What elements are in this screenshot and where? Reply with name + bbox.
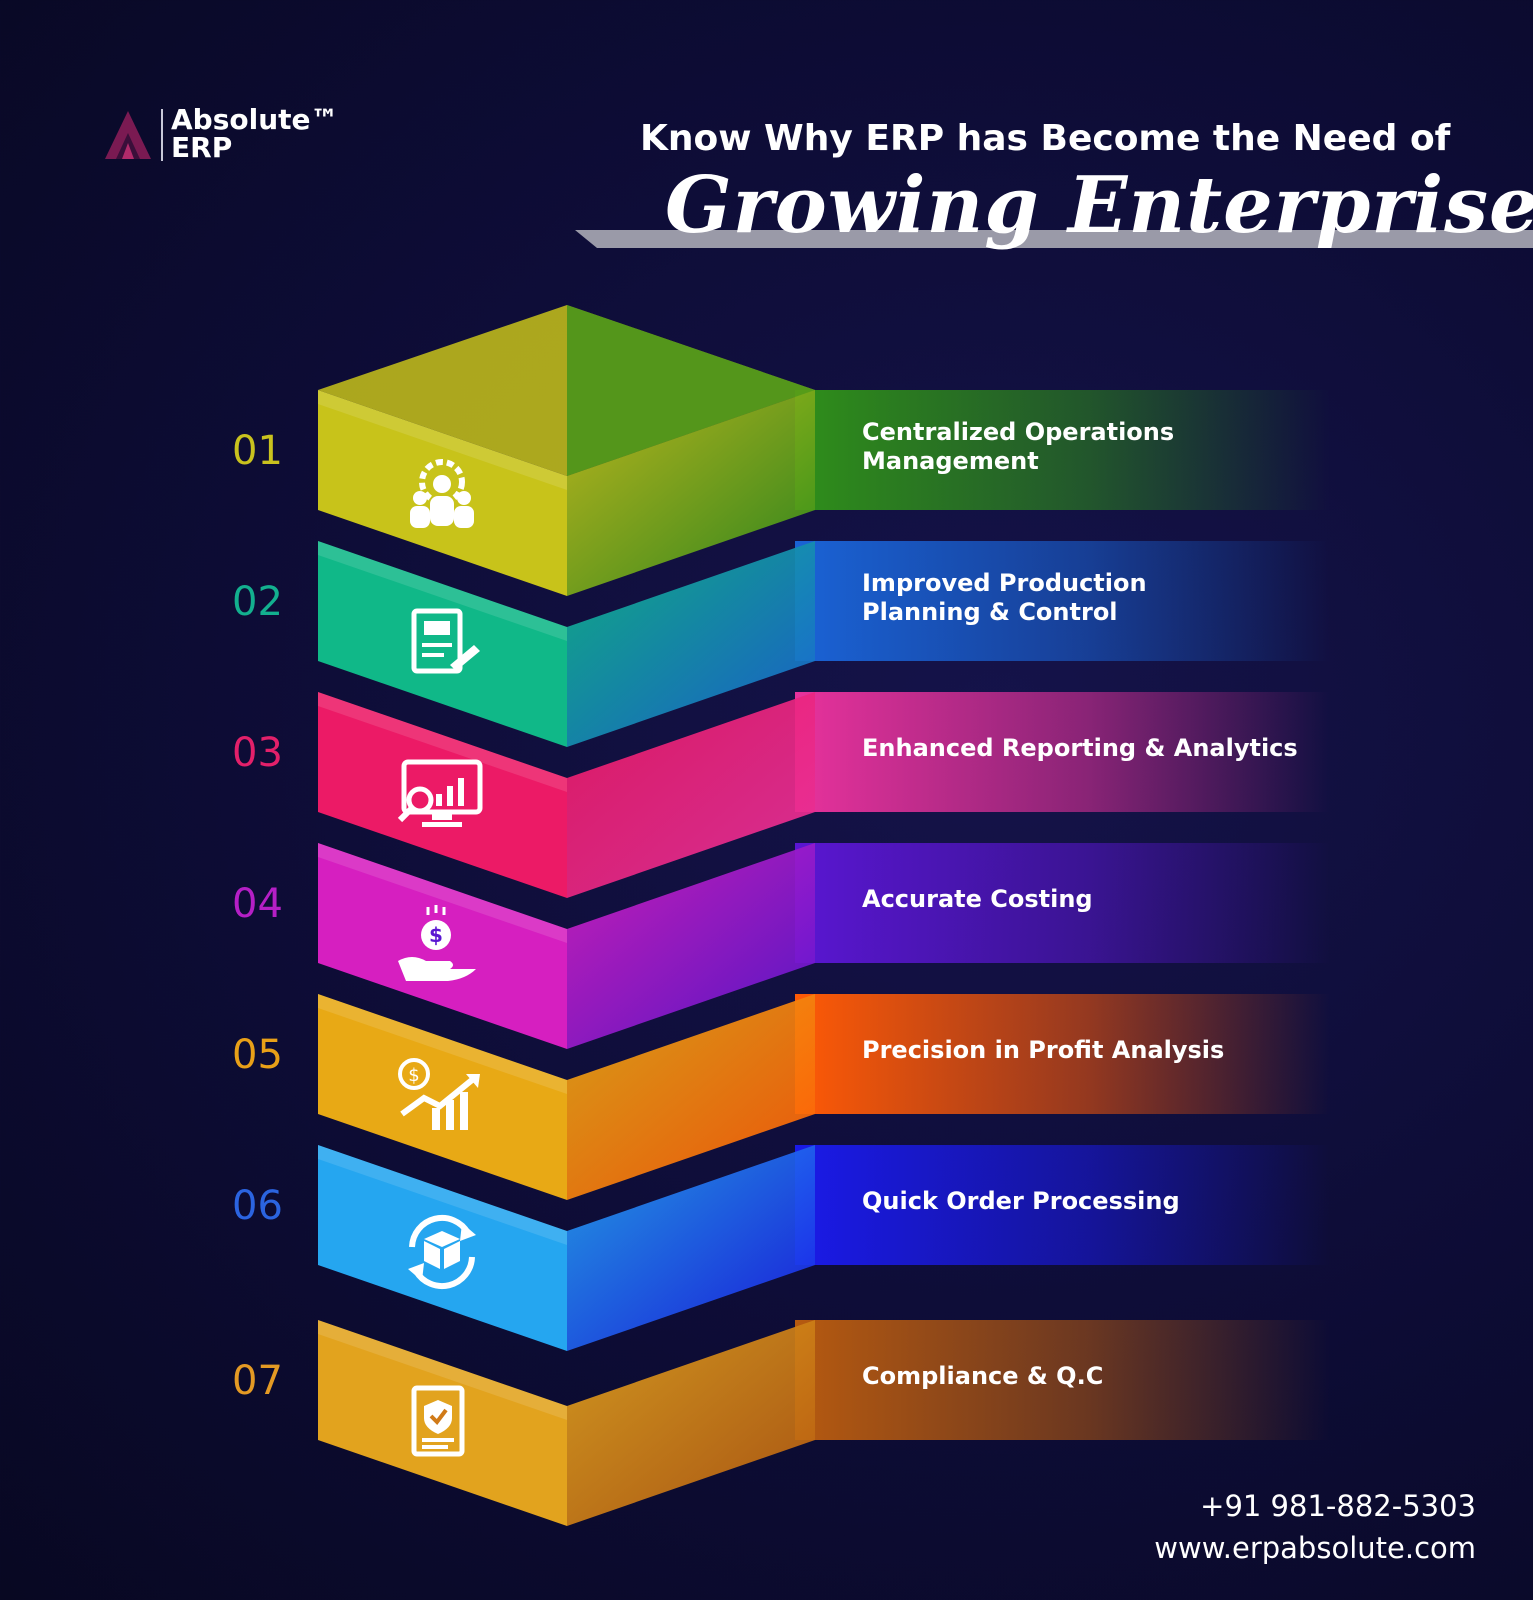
contact-website: www.erpabsolute.com (1154, 1531, 1476, 1565)
step-banner (795, 843, 1330, 963)
production-plan-icon (411, 608, 480, 674)
step-label-07: Compliance & Q.C (862, 1362, 1342, 1391)
analytics-monitor-icon (397, 759, 483, 827)
step-number-05: 05 (232, 1032, 283, 1078)
step-label-05: Precision in Profit Analysis (862, 1036, 1342, 1065)
step-number-01: 01 (232, 428, 283, 474)
step-banner (795, 1145, 1330, 1265)
step-label-line: Management (862, 447, 1039, 475)
step-highlight (318, 1320, 567, 1420)
step-label-03: Enhanced Reporting & Analytics (862, 734, 1342, 763)
page-title: Know Why ERP has Become the Need of (640, 118, 1451, 159)
step-highlight (318, 390, 567, 490)
step-face-right (567, 541, 815, 747)
step-face-left (318, 1145, 567, 1351)
brand-name: Absolute™ (171, 103, 339, 136)
step-label-line: Compliance & Q.C (862, 1362, 1104, 1390)
step-label-line: Improved Production (862, 569, 1147, 597)
brand-product: ERP (171, 131, 233, 164)
step-face-right (567, 843, 815, 1049)
step-block-06 (318, 1145, 1330, 1351)
step-block-02 (318, 541, 1330, 747)
step-banner (795, 994, 1330, 1114)
step-banner (795, 390, 1330, 510)
step-highlight (318, 1145, 567, 1245)
step-block-01 (318, 305, 1330, 596)
step-label-line: Precision in Profit Analysis (862, 1036, 1225, 1064)
step-block-03 (318, 692, 1330, 898)
step-number-03: 03 (232, 730, 283, 776)
step-face-right (567, 1145, 815, 1351)
contact-phone: +91 981-882-5303 (1200, 1489, 1476, 1523)
team-gear-icon (410, 459, 474, 528)
step-face-left (318, 994, 567, 1200)
step-label-06: Quick Order Processing (862, 1187, 1342, 1216)
order-cycle-icon (408, 1214, 476, 1290)
step-banner (795, 692, 1330, 812)
step-number-02: 02 (232, 579, 283, 625)
step-label-line: Quick Order Processing (862, 1187, 1180, 1215)
logo-divider (161, 109, 163, 161)
step-face-top-shade (567, 305, 815, 476)
step-face-right (567, 994, 815, 1200)
step-highlight (318, 843, 567, 943)
heading-underline (575, 230, 1533, 248)
step-number-06: 06 (232, 1183, 283, 1229)
step-block-05 (318, 994, 1330, 1200)
step-label-line: Planning & Control (862, 598, 1118, 626)
step-label-line: Centralized Operations (862, 418, 1175, 446)
hand-coin-icon: $ (398, 905, 476, 981)
step-face-right (567, 692, 815, 898)
svg-text:$: $ (429, 923, 443, 947)
svg-text:$: $ (408, 1065, 419, 1086)
step-banner (795, 541, 1330, 661)
contact-block: +91 981-882-5303 www.erpabsolute.com (1154, 1485, 1476, 1569)
step-face-right (567, 1320, 815, 1526)
step-highlight (318, 692, 567, 792)
step-banner (795, 1320, 1330, 1440)
step-label-line: Accurate Costing (862, 885, 1093, 913)
step-face-left (318, 390, 567, 596)
page-subtitle: Growing Enterprises (665, 160, 1533, 251)
step-face-right (567, 390, 815, 596)
profit-growth-icon: $ (398, 1058, 480, 1130)
step-highlight (318, 994, 567, 1094)
step-label-04: Accurate Costing (862, 885, 1342, 914)
step-number-07: 07 (232, 1358, 283, 1404)
logo-mark-icon (105, 111, 151, 159)
brand-logo: Absolute™ ERP (105, 105, 365, 165)
step-face-left (318, 692, 567, 898)
compliance-doc-icon (411, 1385, 465, 1457)
step-highlight (318, 541, 567, 641)
step-number-04: 04 (232, 881, 283, 927)
step-label-line: Enhanced Reporting & Analytics (862, 734, 1298, 762)
